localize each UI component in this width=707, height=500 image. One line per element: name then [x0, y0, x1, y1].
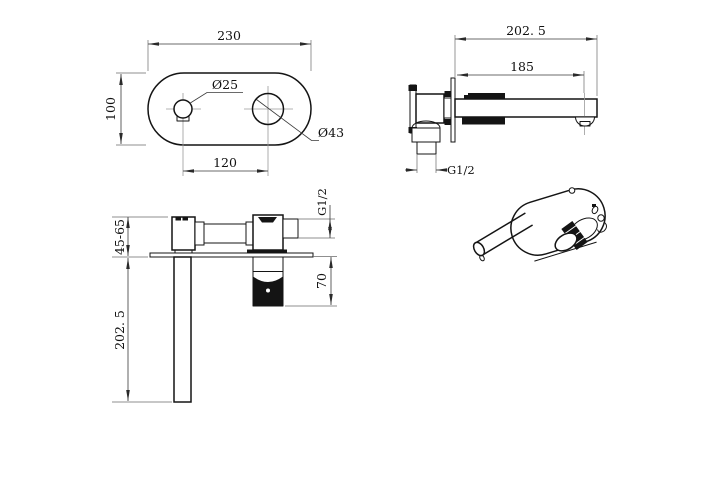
- spout-tube-side: [454, 98, 598, 118]
- plate-bar: [149, 252, 314, 258]
- valve-body-side: [415, 93, 445, 124]
- label-port-thread: G1/2: [315, 188, 329, 216]
- view-elevation: 45-65 202. 5 G1/2: [112, 188, 337, 403]
- dim-wall-depth-range: 45-65: [112, 219, 127, 255]
- dim-plate-width: 230: [217, 28, 241, 43]
- dim-large-hole-dia: Ø43: [318, 125, 344, 140]
- iso-spout-tip: [472, 241, 486, 257]
- small-hole: [173, 99, 193, 119]
- large-hole: [251, 92, 285, 126]
- view-isometric: [472, 187, 607, 262]
- dim-overall-reach: 202. 5: [506, 23, 546, 38]
- view-side-profile: 202. 5 185 G1/2: [405, 23, 598, 177]
- dim-hole-spacing: 120: [213, 155, 237, 170]
- dim-spout-outlet: 185: [510, 59, 534, 74]
- dim-handle-length: 70: [314, 273, 329, 289]
- spout-valve-body: [171, 216, 196, 251]
- outlet-port: [282, 218, 299, 239]
- dim-plate-height: 100: [103, 97, 118, 121]
- plate-outline: [147, 72, 312, 146]
- view-plate-face: 230 100 Ø25 Ø43 120: [103, 28, 344, 176]
- spout-tube-front: [173, 256, 192, 403]
- dim-small-hole-dia: Ø25: [212, 77, 238, 92]
- label-inlet-thread: G1/2: [447, 163, 475, 177]
- dim-spout-length: 202. 5: [112, 310, 127, 350]
- iso-knob-face: [554, 232, 578, 252]
